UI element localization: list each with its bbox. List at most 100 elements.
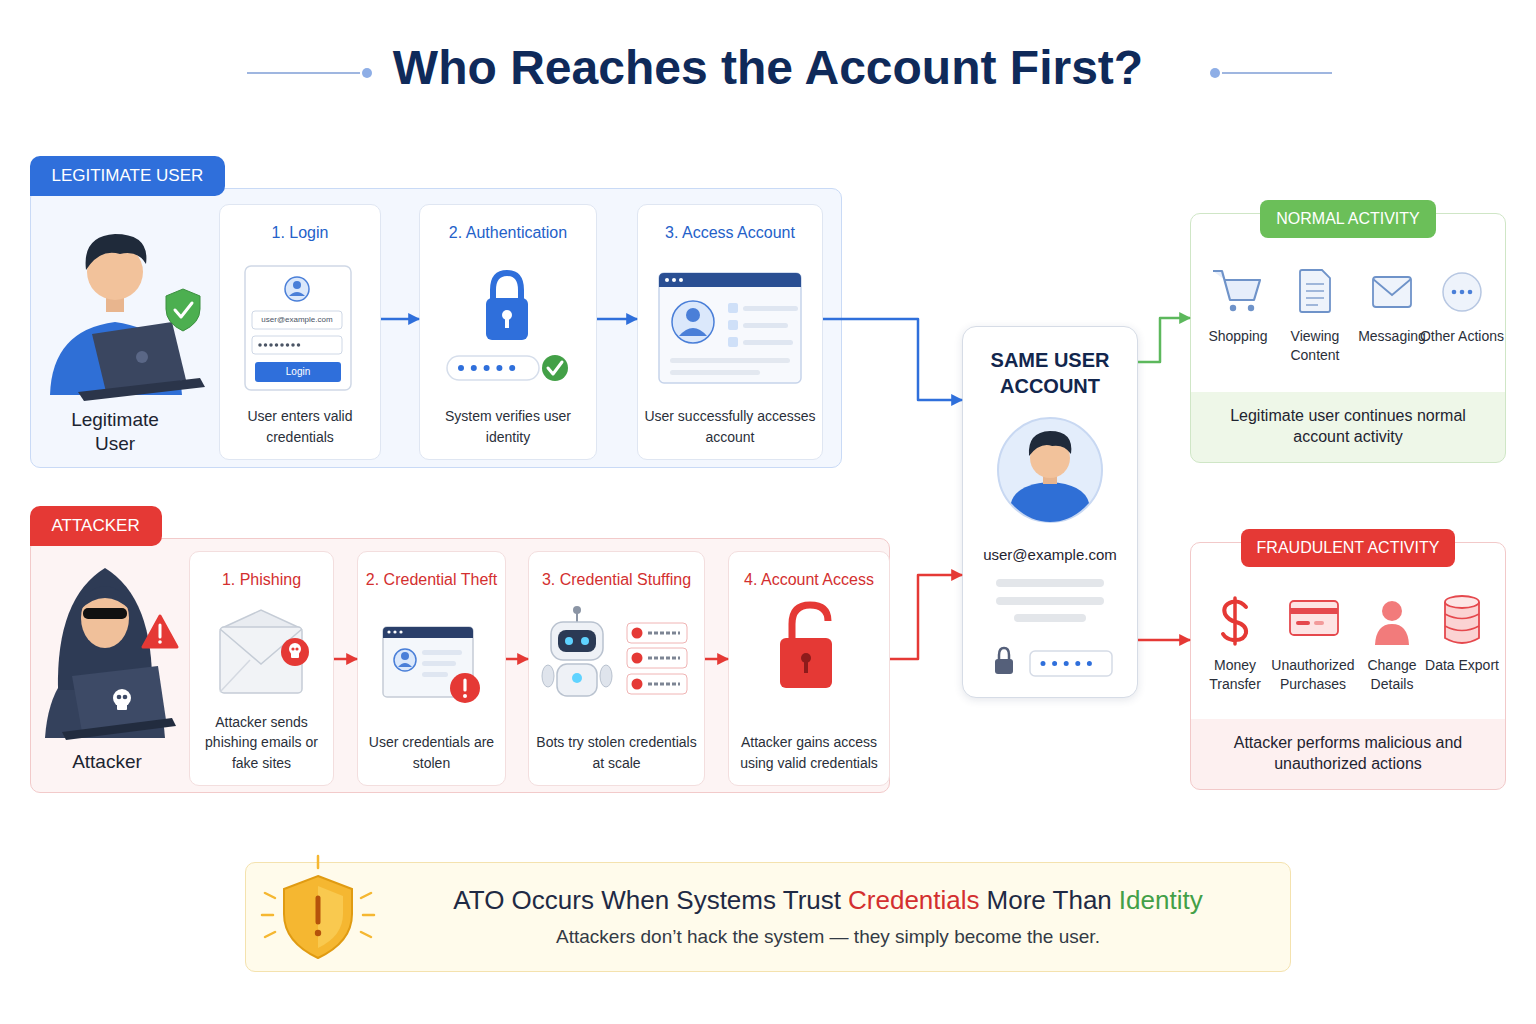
account-window-icon-part [659,273,801,383]
icon-label: Legitimate User [65,408,165,456]
phishing-envelope-icon-part [220,627,302,693]
node-text: Bots try stolen credentials at scale [535,732,698,773]
attacker-figure-part [80,586,130,610]
flow-arrow [334,658,357,661]
phishing-envelope-icon [220,610,309,693]
account-window-icon-part [686,308,700,322]
flow-arrow [381,318,419,321]
account-window-icon [659,273,801,383]
login-form-icon-part [289,292,305,296]
fraud-activity-icons-part [1445,596,1479,608]
warning-shield-icon [262,856,374,958]
fraud-activity-icons-part [1233,598,1237,644]
bot-icon-part [542,665,554,687]
legit-user-figure-part [106,290,124,312]
padlock-icon-part [505,316,509,328]
icon-label: Viewing Content [1270,327,1360,365]
bot-icon-part [648,632,680,635]
credential-theft-icon-part [450,673,480,703]
padlock-icon-part [486,298,528,340]
phishing-envelope-icon-part [295,647,298,650]
headline-text: More Than [987,884,1112,917]
legit-user-figure-part [175,303,192,317]
account-profile-art-part [1029,431,1071,456]
fraud-activity-icons-part [1382,601,1402,621]
headline-text: Identity [1119,884,1203,917]
step-card: 2. AuthenticationSystem verifies user id… [419,204,597,460]
padlock-icon-part [548,362,562,374]
credential-theft-icon-part [422,650,462,655]
label-slot: Attacker [57,750,157,774]
node-text: Attacker sends phishing emails or fake s… [196,712,327,773]
attacker-figure-part [83,608,127,619]
bot-icon-part [565,637,573,645]
phishing-envelope-icon-part [220,660,250,692]
phishing-envelope-icon-part [220,629,302,664]
title-rule-part [1210,68,1220,78]
attacker-figure-part [117,704,127,710]
account-window-icon-part [728,303,738,313]
warning-shield-icon-part [361,893,371,898]
open-padlock-icon-part [792,605,828,640]
bot-icon-part [632,653,643,664]
flow-arrow [1138,639,1190,642]
bot-icon [542,606,687,696]
account-window-icon-part [679,278,683,282]
login-form-icon-part [255,362,341,382]
login-form-icon-part [293,281,301,289]
warning-shield-icon-part [361,932,371,937]
account-profile-art [995,418,1112,676]
warning-shield-icon-part [316,898,321,922]
normal-activity-icons-part [1213,271,1260,300]
credential-theft-icon-part [463,694,467,698]
account-profile-art-part [996,579,1104,587]
legit-user-figure-part [50,322,182,395]
warning-shield-icon-part [363,914,374,917]
node-text: Attacker performs malicious and unauthor… [1201,732,1495,775]
account-window-icon-part [672,301,714,343]
flow-arrow [705,658,728,661]
bot-icon-part [558,630,596,652]
node-text: user@example.com [973,545,1127,565]
account-profile-art-part [1014,614,1086,622]
legit-user-figure-part [136,351,148,363]
node-text: User enters valid credentials [226,406,374,447]
credential-theft-icon-part [422,661,456,666]
flow-arrow [597,318,637,321]
warning-shield-icon-part [265,893,275,898]
legit-user-figure-part [86,234,147,270]
credential-theft-icon-part [387,630,390,633]
padlock-icon-part [461,365,525,371]
legit-user-figure-part [87,244,143,300]
legit-user-figure-part [92,322,186,392]
warning-shield-icon-part [315,930,321,936]
fraud-activity-icons-part [1290,601,1338,635]
flow-arrow [1138,318,1190,362]
open-padlock-icon-part [804,660,808,673]
title-rule-part [247,72,360,74]
node-heading: 2. Credential Theft [364,570,499,591]
diagram-title: Who Reaches the Account First? [393,40,1143,95]
node-text: Attacker gains access using valid creden… [735,732,883,773]
warning-shield-icon-part [262,914,273,917]
node-text: User successfully accesses account [644,406,816,447]
account-window-icon-part [672,278,676,282]
account-window-icon-part [670,358,790,363]
node-heading: 2. Authentication [426,223,590,244]
node-text: User credentials are stolen [364,732,499,773]
account-window-icon-part [743,340,793,345]
label-slot: Unauthorized Purchases [1268,656,1358,694]
attacker-figure-part [72,666,166,732]
login-form-icon-part [252,336,342,354]
flow-arrow [890,575,962,659]
account-window-icon-part [670,370,760,375]
bot-icon-part [627,674,687,694]
credential-theft-icon [383,627,480,703]
account-window-icon-part [743,306,798,311]
icon-label: Money Transfer [1190,656,1280,694]
open-padlock-icon-part [801,653,811,663]
credential-theft-icon-part [383,627,473,697]
normal-activity-icons-part [1306,283,1324,285]
normal-activity-icons-part [1443,273,1481,311]
